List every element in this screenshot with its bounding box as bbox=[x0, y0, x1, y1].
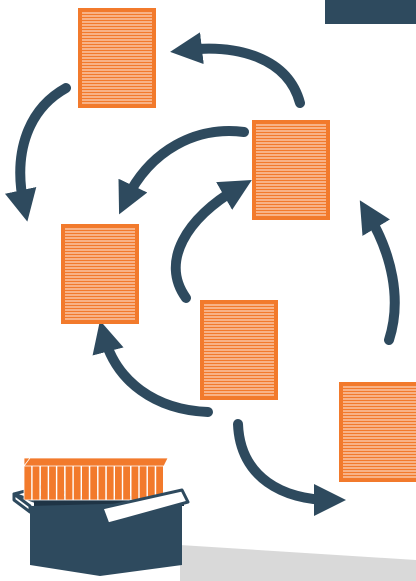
arrow-group bbox=[5, 32, 400, 516]
curved-arrow-icon bbox=[233, 419, 346, 516]
curved-arrow-icon bbox=[92, 320, 213, 417]
document-icon bbox=[200, 300, 278, 400]
document-icon bbox=[78, 8, 156, 108]
document-icon bbox=[61, 224, 139, 324]
curved-arrow-icon bbox=[170, 32, 305, 108]
archive-box-icon bbox=[12, 457, 190, 576]
archived-files bbox=[23, 457, 169, 501]
archived-files-top bbox=[23, 457, 169, 467]
curved-arrow-icon bbox=[359, 200, 400, 345]
box-body bbox=[30, 502, 182, 576]
document-icon bbox=[252, 120, 330, 220]
box-front-flap bbox=[100, 488, 190, 526]
archived-file bbox=[23, 457, 32, 501]
document-icon bbox=[339, 382, 416, 482]
corner-bar bbox=[325, 0, 416, 24]
curved-arrow-icon bbox=[118, 126, 249, 215]
curved-arrow-icon bbox=[5, 83, 71, 222]
box-left-fold bbox=[12, 492, 32, 514]
curved-arrow-icon bbox=[170, 179, 252, 303]
floor-shadow bbox=[180, 545, 416, 581]
